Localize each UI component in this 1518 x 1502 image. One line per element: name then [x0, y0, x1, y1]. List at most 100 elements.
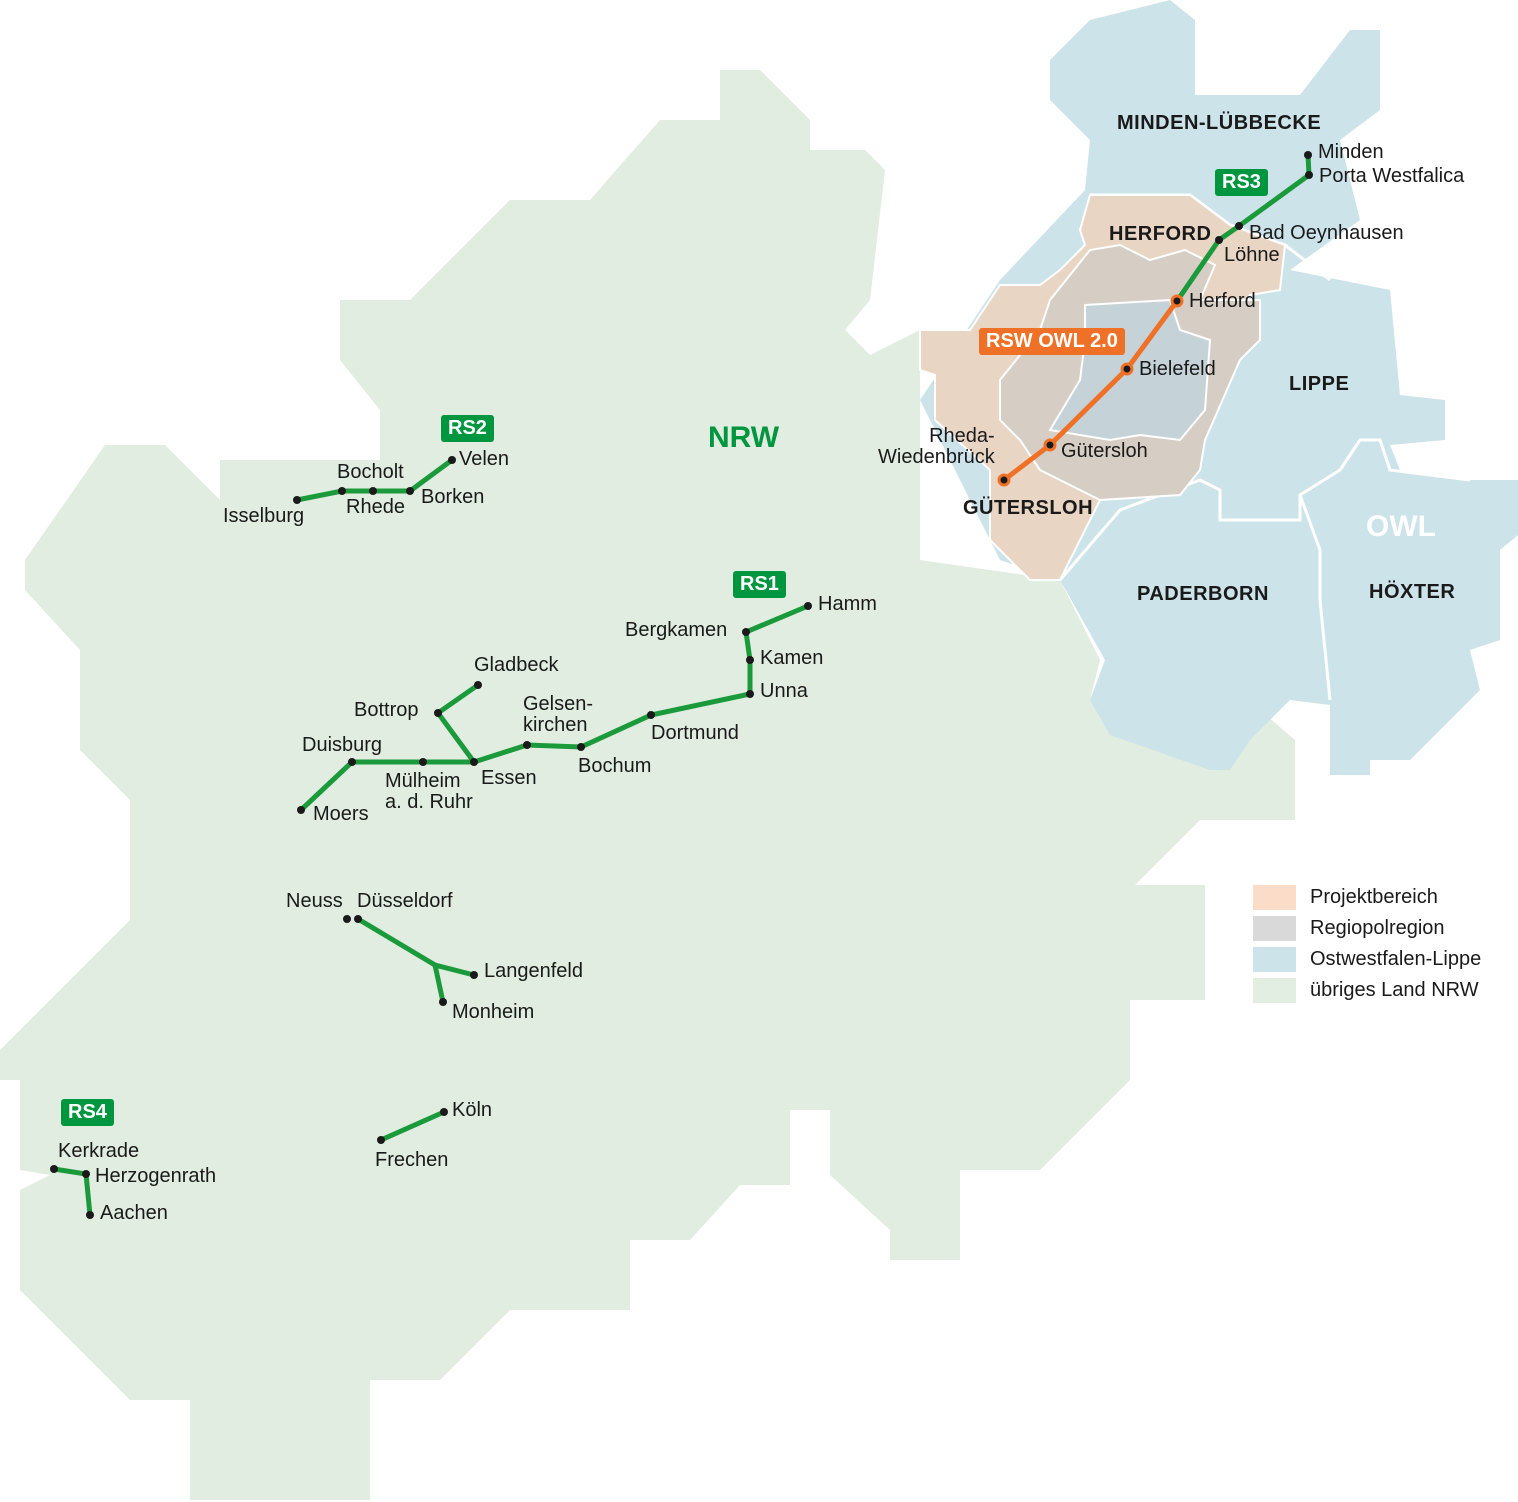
route-badge-rs2[interactable]: RS2	[441, 415, 494, 442]
city-stop-marker[interactable]	[742, 628, 750, 636]
city-stop-marker[interactable]	[338, 487, 346, 495]
city-label: Herford	[1189, 290, 1256, 312]
route-badge-rs3[interactable]: RS3	[1215, 169, 1268, 196]
city-stop-marker[interactable]	[293, 496, 301, 504]
city-label: Langenfeld	[484, 960, 583, 982]
city-stop-marker[interactable]	[1170, 294, 1184, 308]
city-stop-marker[interactable]	[1215, 236, 1223, 244]
city-label: Borken	[421, 486, 485, 508]
city-label: Gütersloh	[1061, 440, 1148, 462]
city-label: Unna	[760, 680, 808, 702]
city-stop-marker[interactable]	[448, 456, 456, 464]
legend-label: Ostwestfalen-Lippe	[1310, 948, 1482, 970]
district-label: MINDEN-LÜBBECKE	[1117, 112, 1322, 134]
city-label: Velen	[459, 448, 510, 470]
city-stop-marker[interactable]	[577, 743, 585, 751]
city-stop-marker[interactable]	[86, 1211, 94, 1219]
city-stop-marker[interactable]	[343, 915, 351, 923]
city-label: Hamm	[818, 593, 877, 615]
city-label: Bergkamen	[625, 619, 728, 641]
district-label: LIPPE	[1289, 373, 1350, 395]
city-label: Bad Oeynhausen	[1249, 222, 1404, 244]
city-label: Gelsen- kirchen	[523, 693, 594, 736]
city-stop-marker[interactable]	[1304, 151, 1312, 159]
city-stop-marker[interactable]	[297, 806, 305, 814]
city-stop-marker[interactable]	[746, 690, 754, 698]
city-label: Porta Westfalica	[1319, 165, 1465, 187]
city-stop-marker[interactable]	[434, 709, 442, 717]
city-stop-marker[interactable]	[354, 915, 362, 923]
owl-label: OWL	[1366, 510, 1436, 543]
city-label: Moers	[313, 803, 369, 825]
city-stop-marker[interactable]	[406, 487, 414, 495]
city-label: Kamen	[760, 647, 824, 669]
legend-label: Regiopolregion	[1310, 917, 1445, 939]
city-label: Aachen	[100, 1202, 168, 1224]
legend: Projektbereich Regiopolregion Ostwestfal…	[1253, 882, 1481, 1006]
city-stop-marker[interactable]	[439, 998, 447, 1006]
city-stop-marker[interactable]	[647, 711, 655, 719]
city-stop-marker[interactable]	[50, 1165, 58, 1173]
nrw-land-area	[0, 70, 1295, 1500]
city-stop-marker[interactable]	[470, 971, 478, 979]
city-stop-marker[interactable]	[440, 1108, 448, 1116]
city-stop-marker[interactable]	[1235, 222, 1243, 230]
city-stop-marker[interactable]	[377, 1136, 385, 1144]
district-label: HERFORD	[1109, 223, 1212, 245]
city-stop-marker[interactable]	[474, 681, 482, 689]
city-label: Bielefeld	[1139, 358, 1216, 380]
city-label: Bocholt	[337, 461, 404, 483]
city-stop-marker[interactable]	[1305, 171, 1313, 179]
legend-swatch	[1253, 916, 1296, 941]
city-label: Rheda- Wiedenbrück	[878, 425, 995, 468]
district-label: PADERBORN	[1137, 583, 1269, 605]
route-line	[432, 964, 446, 1003]
legend-item: Regiopolregion	[1253, 913, 1481, 944]
city-label: Köln	[452, 1099, 493, 1121]
city-label: Mülheim a. d. Ruhr	[385, 770, 473, 813]
city-stop-marker[interactable]	[470, 758, 478, 766]
city-label: Bottrop	[354, 699, 419, 721]
city-label: Monheim	[452, 1001, 535, 1023]
route-line	[379, 1109, 446, 1143]
city-label: Essen	[481, 767, 537, 789]
city-stop-marker[interactable]	[82, 1170, 90, 1178]
route-badge-rsw-owl[interactable]: RSW OWL 2.0	[979, 328, 1125, 355]
district-borders	[1298, 494, 1332, 701]
nrw-label: NRW	[708, 421, 780, 454]
legend-label: übriges Land NRW	[1310, 979, 1479, 1001]
city-label: Rhede	[346, 496, 405, 518]
city-label: Kerkrade	[58, 1140, 140, 1162]
legend-swatch	[1253, 885, 1296, 910]
city-stop-marker[interactable]	[1043, 438, 1057, 452]
legend-item: Projektbereich	[1253, 882, 1481, 913]
district-label: GÜTERSLOH	[963, 497, 1094, 519]
city-stop-marker[interactable]	[523, 741, 531, 749]
city-stop-marker[interactable]	[348, 758, 356, 766]
route-badge-rs4[interactable]: RS4	[61, 1099, 114, 1126]
route-badge-rs1[interactable]: RS1	[733, 571, 786, 598]
city-stop-marker[interactable]	[746, 656, 754, 664]
legend-swatch	[1253, 947, 1296, 972]
legend-swatch	[1253, 978, 1296, 1003]
city-label: Isselburg	[223, 505, 305, 527]
city-stop-marker[interactable]	[369, 487, 377, 495]
legend-label: Projektbereich	[1310, 886, 1438, 908]
city-label: Neuss	[286, 890, 343, 912]
city-label: Duisburg	[302, 734, 383, 756]
city-label: Frechen	[375, 1149, 449, 1171]
city-label: Gladbeck	[474, 654, 559, 676]
city-stop-marker[interactable]	[997, 473, 1011, 487]
city-label: Dortmund	[651, 722, 739, 744]
city-stop-marker[interactable]	[1120, 362, 1134, 376]
district-label: HÖXTER	[1369, 581, 1456, 603]
city-label: Minden	[1318, 141, 1384, 163]
city-label: Herzogenrath	[95, 1165, 217, 1187]
route-line	[1002, 299, 1180, 482]
city-stop-marker[interactable]	[419, 758, 427, 766]
city-stop-marker[interactable]	[804, 602, 812, 610]
legend-item: übriges Land NRW	[1253, 975, 1481, 1006]
legend-item: Ostwestfalen-Lippe	[1253, 944, 1481, 975]
